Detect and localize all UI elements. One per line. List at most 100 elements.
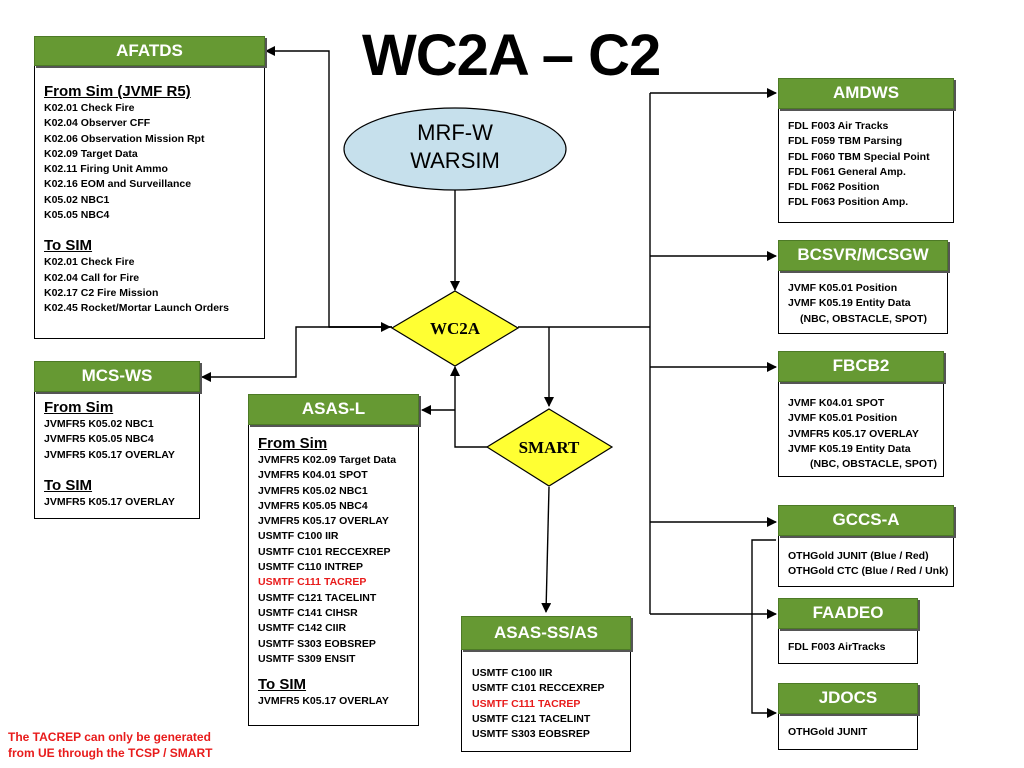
asasss-header: ASAS-SS/AS bbox=[461, 616, 631, 650]
fbcb2-header: FBCB2 bbox=[778, 351, 944, 382]
fbcb2-body: JVMF K04.01 SPOT JVMF K05.01 Position JV… bbox=[788, 396, 937, 472]
list-item: JVMFR5 K05.17 OVERLAY bbox=[44, 448, 175, 461]
list-item: OTHGold CTC (Blue / Red / Unk) bbox=[788, 565, 949, 578]
bcsvr-header: BCSVR/MCSGW bbox=[778, 240, 948, 271]
list-item: OTHGold JUNIT (Blue / Red) bbox=[788, 550, 929, 562]
list-item: OTHGold JUNIT bbox=[788, 726, 868, 738]
list-item: K02.04 Call for Fire bbox=[44, 271, 140, 284]
list-item: JVMFR5 K05.05 NBC4 bbox=[44, 433, 154, 446]
list-item: K02.17 C2 Fire Mission bbox=[44, 286, 159, 299]
faadeo-body: FDL F003 AirTracks bbox=[788, 640, 885, 655]
list-item: JVMF K05.19 Entity Data bbox=[788, 442, 911, 455]
connector-mcsws bbox=[201, 326, 392, 382]
mcsws-box bbox=[34, 388, 200, 519]
list-item: USMTF C142 CIIR bbox=[258, 622, 347, 635]
asasl-to-title: To SIM bbox=[258, 676, 307, 694]
jdocs-header: JDOCS bbox=[778, 683, 918, 714]
list-item: JVMFR5 K05.17 OVERLAY bbox=[788, 427, 919, 440]
page-title: WC2A – C2 bbox=[362, 23, 661, 88]
list-item: K02.11 Firing Unit Ammo bbox=[44, 163, 168, 176]
mcsws-body: From Sim JVMFR5 K05.02 NBC1 JVMFR5 K05.0… bbox=[44, 398, 175, 510]
list-item: USMTF C101 RECCEXREP bbox=[258, 545, 391, 558]
list-item: JVMF K04.01 SPOT bbox=[788, 397, 885, 409]
mrf-line2: WARSIM bbox=[410, 148, 500, 173]
afatds-to-title: To SIM bbox=[44, 237, 93, 255]
list-item: USMTF C141 CIHSR bbox=[258, 606, 358, 619]
asasl-box bbox=[248, 420, 419, 726]
connector-afatds bbox=[265, 46, 392, 328]
afatds-header: AFATDS bbox=[34, 36, 265, 66]
bcsvr-body: JVMF K05.01 Position JVMF K05.19 Entity … bbox=[788, 281, 927, 327]
smart-label: SMART bbox=[519, 438, 580, 457]
connector-smart-up bbox=[450, 366, 487, 448]
list-item: K05.05 NBC4 bbox=[44, 209, 110, 222]
list-item: FDL F003 Air Tracks bbox=[788, 120, 889, 132]
asasl-header: ASAS-L bbox=[248, 394, 419, 425]
list-item: USMTF C100 IIR bbox=[258, 530, 339, 543]
wc2a-node bbox=[390, 290, 520, 367]
list-item: K02.01 Check Fire bbox=[44, 256, 135, 269]
list-item: JVMF K05.01 Position bbox=[788, 282, 898, 294]
afatds-box bbox=[34, 62, 265, 339]
list-item: K02.09 Target Data bbox=[44, 147, 138, 160]
list-item: JVMFR5 K05.17 OVERLAY bbox=[258, 515, 389, 528]
list-item: FDL F003 AirTracks bbox=[788, 641, 886, 653]
gccsa-header: GCCS-A bbox=[778, 505, 954, 536]
list-item: FDL F062 Position bbox=[788, 181, 880, 194]
mcsws-from-title: From Sim bbox=[44, 399, 114, 416]
amdws-box bbox=[778, 104, 954, 223]
list-item: USMTF S309 ENSIT bbox=[258, 652, 356, 665]
list-item: JVMF K05.01 Position bbox=[788, 412, 898, 425]
list-item: USMTF C121 TACELINT bbox=[258, 591, 377, 604]
list-item: K02.16 EOM and Surveillance bbox=[44, 178, 192, 191]
list-item: FDL F061 General Amp. bbox=[788, 165, 906, 178]
list-item: USMTF C100 IIR bbox=[472, 667, 553, 679]
list-item: USMTF C121 TACELINT bbox=[472, 712, 591, 725]
list-item: JVMF K05.19 Entity Data bbox=[788, 297, 911, 310]
list-item: (NBC, OBSTACLE, SPOT) bbox=[810, 458, 937, 471]
connector-asasss bbox=[541, 486, 552, 613]
list-item-highlight: USMTF C111 TACREP bbox=[258, 576, 367, 589]
tacrep-note: The TACREP can only be generated from UE… bbox=[8, 729, 212, 761]
list-item: JVMFR5 K05.02 NBC1 bbox=[44, 418, 154, 430]
note-line2: from UE through the TCSP / SMART bbox=[8, 746, 213, 760]
list-item: FDL F063 Position Amp. bbox=[788, 196, 909, 209]
list-item: USMTF C101 RECCEXREP bbox=[472, 682, 605, 695]
list-item: K02.45 Rocket/Mortar Launch Orders bbox=[44, 302, 229, 315]
list-item: JVMFR5 K05.17 OVERLAY bbox=[258, 695, 389, 708]
list-item: JVMFR5 K05.05 NBC4 bbox=[258, 499, 368, 512]
amdws-body: FDL F003 Air Tracks FDL F059 TBM Parsing… bbox=[788, 119, 930, 211]
faadeo-header: FAADEO bbox=[778, 598, 918, 629]
mrf-warsim-node bbox=[343, 107, 567, 191]
list-item: USMTF S303 EOBSREP bbox=[258, 637, 376, 650]
fbcb2-box bbox=[778, 378, 944, 477]
wc2a-label: WC2A bbox=[430, 319, 481, 338]
jdocs-body: OTHGold JUNIT bbox=[788, 725, 867, 740]
list-item: FDL F059 TBM Parsing bbox=[788, 135, 903, 148]
note-line1: The TACREP can only be generated bbox=[8, 730, 211, 744]
afatds-body: From Sim (JVMF R5) K02.01 Check Fire K02… bbox=[44, 82, 229, 317]
asasss-body: USMTF C100 IIR USMTF C101 RECCEXREP USMT… bbox=[472, 666, 604, 742]
list-item: USMTF C110 INTREP bbox=[258, 561, 364, 574]
list-item-highlight: USMTF C111 TACREP bbox=[472, 697, 581, 710]
list-item: USMTF S303 EOBSREP bbox=[472, 728, 590, 741]
list-item: (NBC, OBSTACLE, SPOT) bbox=[800, 312, 927, 325]
mrf-line1: MRF-W bbox=[417, 120, 493, 145]
list-item: FDL F060 TBM Special Point bbox=[788, 150, 930, 163]
asasl-body: From Sim JVMFR5 K02.09 Target Data JVMFR… bbox=[258, 434, 396, 709]
asasl-from-title: From Sim bbox=[258, 435, 328, 452]
bcsvr-box bbox=[778, 267, 948, 334]
mcsws-to-title: To SIM bbox=[44, 476, 93, 494]
list-item: JVMFR5 K05.02 NBC1 bbox=[258, 484, 368, 497]
afatds-from-title: From Sim (JVMF R5) bbox=[44, 83, 191, 100]
connector-jdocs bbox=[751, 539, 777, 718]
amdws-header: AMDWS bbox=[778, 78, 954, 109]
list-item: JVMFR5 K05.17 OVERLAY bbox=[44, 495, 175, 508]
gccsa-box bbox=[778, 532, 954, 587]
list-item: K02.01 Check Fire bbox=[44, 102, 135, 114]
asasss-box bbox=[461, 646, 631, 752]
list-item: JVMFR5 K04.01 SPOT bbox=[258, 469, 368, 482]
list-item: JVMFR5 K02.09 Target Data bbox=[258, 454, 397, 466]
list-item: K05.02 NBC1 bbox=[44, 193, 110, 206]
